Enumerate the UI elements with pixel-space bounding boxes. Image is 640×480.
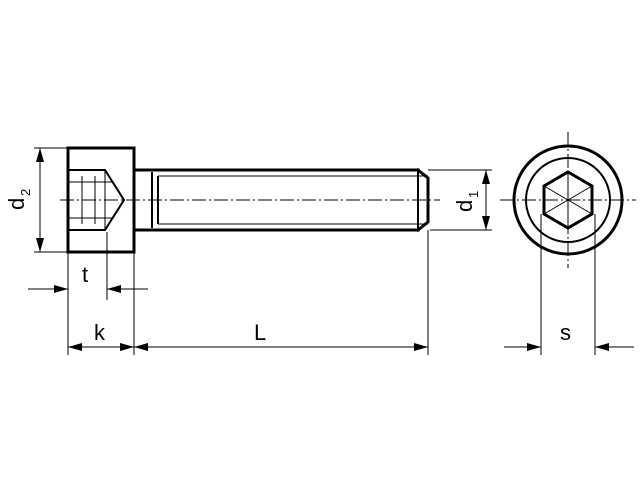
d2-subscript: 2 (18, 189, 33, 196)
screw-end-view (500, 132, 636, 268)
k-label: k (94, 320, 106, 345)
dimension-t: t (28, 232, 148, 300)
screw-shank (132, 167, 430, 233)
d1-label: d (452, 200, 477, 212)
dimension-L: L (134, 230, 429, 355)
d1-subscript: 1 (466, 191, 481, 198)
dimension-k: k (67, 252, 135, 355)
dimension-s: s (504, 214, 634, 355)
dimension-d2: d 2 (4, 147, 68, 253)
L-label: L (254, 320, 266, 345)
t-label: t (82, 262, 88, 287)
d2-label: d (4, 198, 29, 210)
dimension-d1: d 1 (428, 169, 492, 231)
s-label: s (560, 320, 571, 345)
screw-side-view (60, 146, 440, 254)
